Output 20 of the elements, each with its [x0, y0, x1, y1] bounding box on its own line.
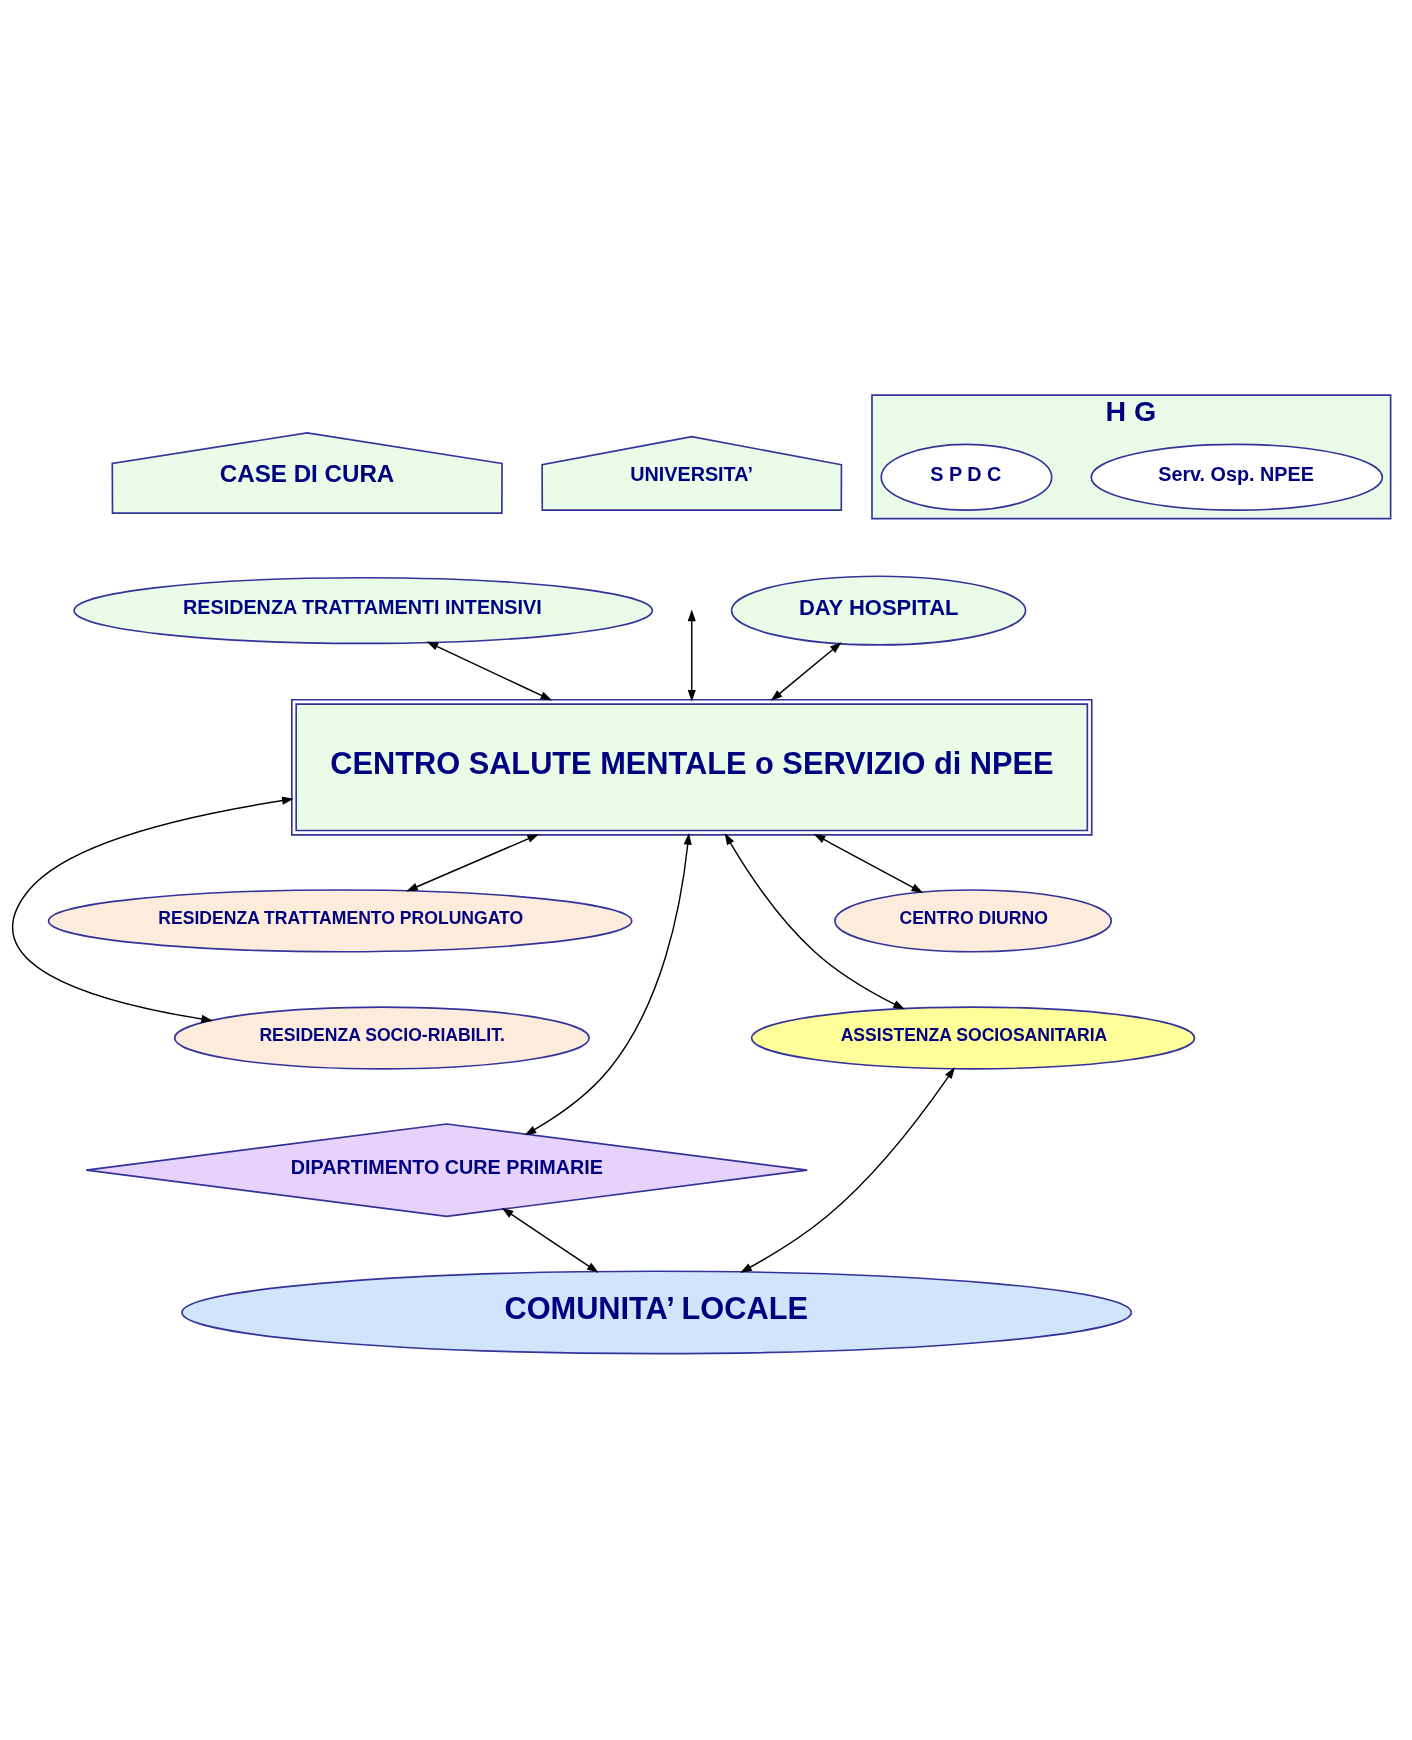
node-ellipse: RESIDENZA SOCIO-RIABILIT. [173, 1006, 590, 1070]
node-ellipse: CENTRO DIURNO [834, 889, 1113, 953]
node-ellipse: RESIDENZA TRATTAMENTO PROLUNGATO [47, 889, 633, 953]
node-ellipse: RESIDENZA TRATTAMENTI INTENSIVI [73, 576, 654, 645]
arrow [524, 832, 692, 1136]
arrow [687, 609, 696, 702]
node-ellipse: S P D C [880, 443, 1053, 511]
arrow [724, 833, 905, 1010]
arrow [406, 834, 539, 892]
arrow [501, 1207, 599, 1273]
arrow [426, 641, 553, 701]
node-ellipse: COMUNITA’ LOCALE [181, 1270, 1133, 1355]
arrow [740, 1067, 955, 1273]
arrow [813, 833, 924, 893]
node-box: CENTRO SALUTE MENTALE o SERVIZIO di NPEE [290, 698, 1093, 836]
node-ellipse: DAY HOSPITAL [730, 575, 1027, 646]
node-ellipse: ASSISTENZA SOCIOSANITARIA [750, 1006, 1196, 1070]
arrow [770, 642, 842, 701]
node-ellipse: Serv. Osp. NPEE [1090, 443, 1384, 511]
arrow [12, 796, 294, 1023]
